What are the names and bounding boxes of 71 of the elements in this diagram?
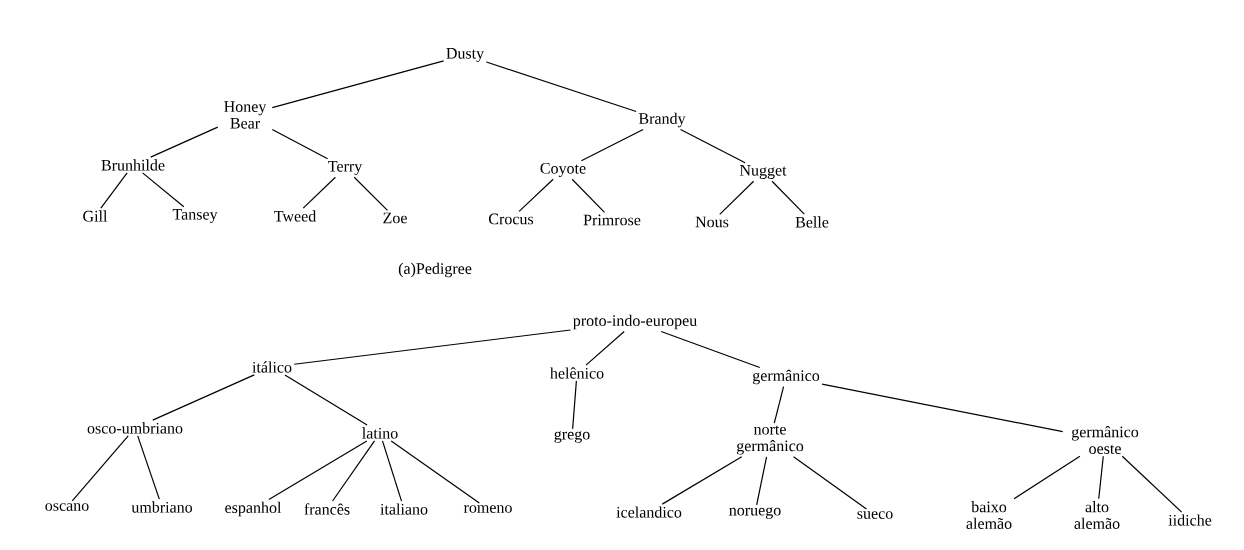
- tree-edge: [518, 178, 554, 212]
- tree-node-label: Honey Bear: [224, 101, 267, 129]
- tree-node-label: itálico: [252, 361, 292, 373]
- tree-node-label: baixo alemão: [966, 501, 1012, 529]
- tree-node-label: icelandico: [616, 506, 682, 518]
- tree-node-label: sueco: [857, 511, 893, 519]
- tree-edge: [679, 128, 746, 164]
- tree-node-label: Gill: [83, 210, 108, 222]
- tree-node-label: romeno: [463, 505, 512, 513]
- tree-edge: [1098, 455, 1104, 500]
- tree-edge: [792, 456, 868, 510]
- tree-node-label: proto-indo-europeu: [573, 314, 697, 330]
- tree-edge: [485, 61, 637, 113]
- tree-node-label: umbriano: [131, 501, 193, 513]
- tree-node-label: helênico: [550, 367, 604, 379]
- tree-node-label: Zoe: [383, 212, 407, 224]
- tree-node-label: alto alemão: [1074, 501, 1120, 529]
- tree-node-label: Nugget: [739, 165, 787, 179]
- tree-edge: [571, 178, 606, 213]
- tree-edge: [271, 60, 445, 109]
- tree-node-label: Terry: [328, 161, 363, 175]
- tree-node-label: Tansey: [172, 209, 218, 223]
- tree-edge: [572, 380, 577, 430]
- tree-node-label: Dusty: [446, 48, 485, 62]
- tree-node-label: Belle: [795, 216, 829, 228]
- tree-edge: [71, 435, 129, 502]
- tree-edge: [293, 329, 572, 365]
- tree-node-label: osco-umbriano: [87, 422, 183, 434]
- tree-edge: [271, 128, 329, 160]
- tree-node-label: iidiche: [1168, 514, 1212, 526]
- tree-edge: [771, 180, 805, 215]
- tree-node-label: Brandy: [638, 112, 686, 128]
- caption: (a)Pedigree: [398, 262, 472, 278]
- tree-node-label: Crocus: [489, 213, 534, 225]
- tree-node-label: francês: [304, 503, 350, 515]
- tree-edge: [100, 172, 128, 209]
- tree-node-label: noruego: [729, 507, 781, 519]
- tree-node-label: espanhol: [225, 501, 282, 517]
- tree-node-label: germânico oeste: [1071, 426, 1139, 454]
- tree-node-label: germânico: [752, 369, 820, 385]
- tree-node-label: Nous: [695, 216, 729, 228]
- tree-edge: [821, 383, 1064, 433]
- tree-edge: [381, 440, 403, 502]
- tree-edge: [585, 330, 625, 366]
- tree-edge: [390, 440, 480, 504]
- tree-edge: [284, 374, 368, 426]
- tree-edge: [580, 128, 644, 162]
- tree-node-label: Primrose: [583, 214, 641, 226]
- tree-node-label: Tweed: [274, 210, 317, 222]
- tree-node-label: Coyote: [540, 162, 586, 177]
- tree-node-label: grego: [554, 431, 590, 443]
- tree-edge: [268, 440, 368, 501]
- tree-edge: [302, 176, 336, 209]
- tree-node-label: oscano: [45, 503, 89, 511]
- tree-edge: [661, 456, 743, 505]
- tree-edge: [719, 180, 755, 215]
- tree-edge: [150, 126, 219, 158]
- tree-edge: [142, 172, 185, 208]
- tree-edge: [756, 456, 768, 506]
- tree-edge: [1121, 455, 1183, 513]
- tree-edge: [353, 176, 389, 211]
- tree-edge: [773, 385, 785, 424]
- tree-node-label: italiano: [380, 503, 428, 515]
- tree-edge: [331, 440, 376, 502]
- tree-node-label: latino: [362, 427, 398, 439]
- tree-edge: [660, 330, 761, 369]
- tree-node-label: Brunhilde: [101, 159, 165, 171]
- tree-edge: [137, 435, 160, 500]
- tree-edge: [1013, 455, 1081, 500]
- tree-node-label: norte germânico: [736, 425, 804, 455]
- tree-edge: [152, 374, 255, 421]
